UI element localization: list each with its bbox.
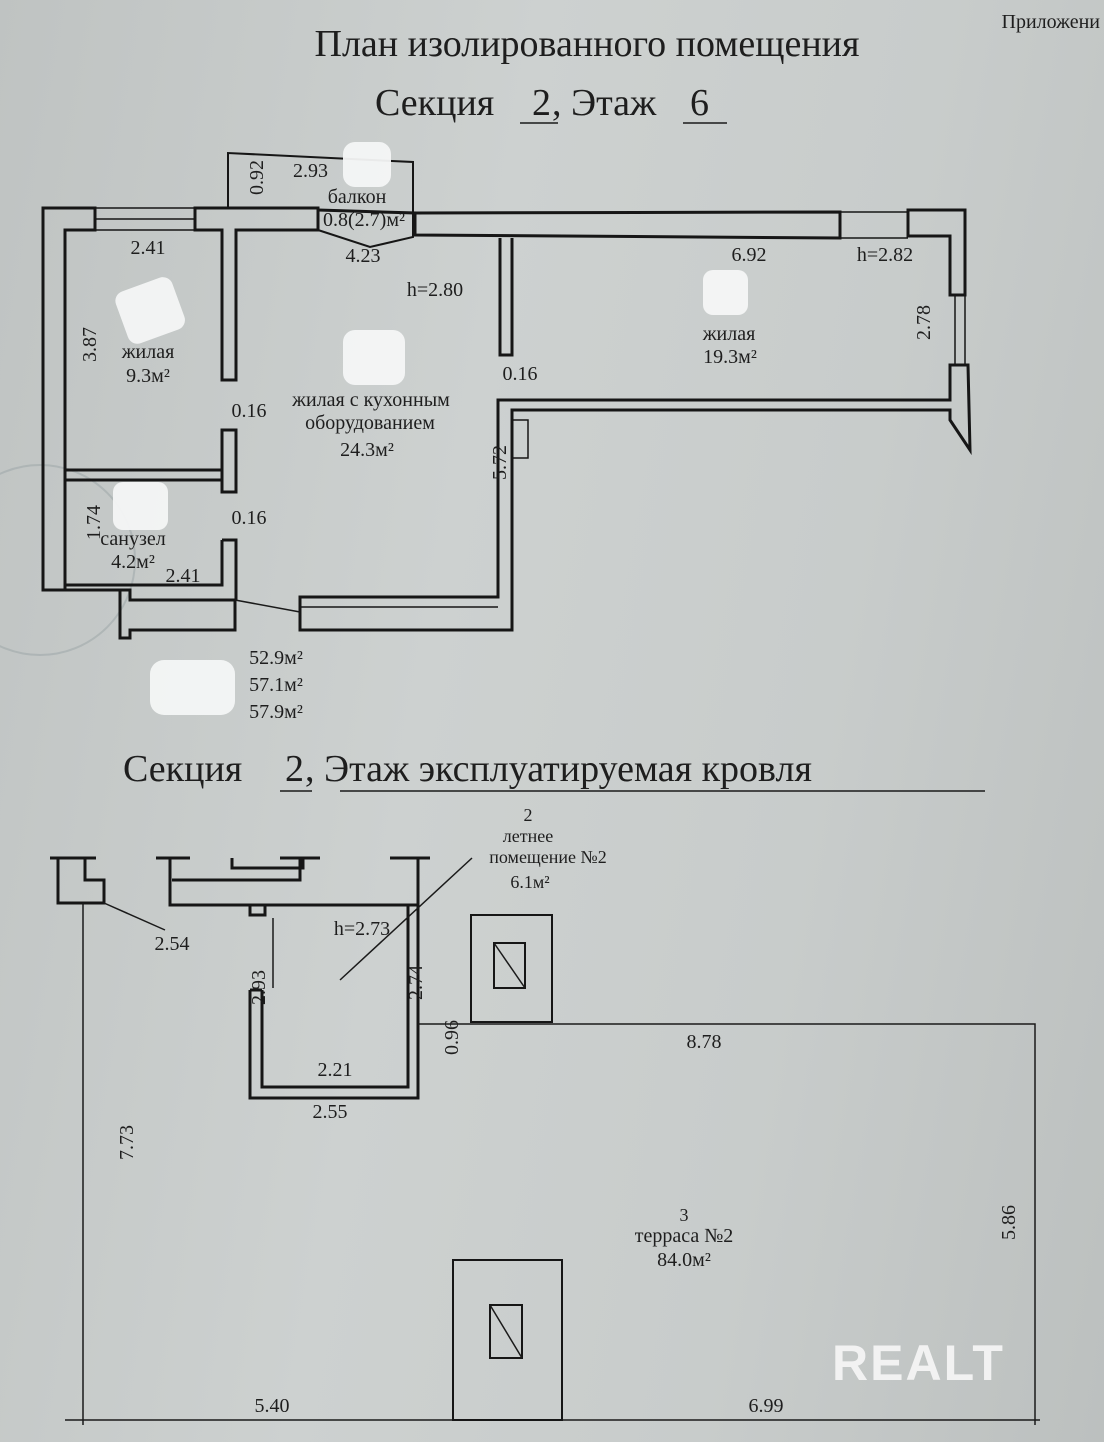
roof-section-heading: Секция 2 , Этаж эксплуатируемая кровля (123, 748, 985, 792)
summer-room-dim: 2.21 (318, 1059, 353, 1081)
redaction-blots (113, 142, 748, 715)
summer-room-dim: 2.55 (313, 1101, 348, 1123)
terrace-label: терраса №2 (635, 1225, 734, 1247)
roof-vent-lower (452, 1259, 563, 1421)
balcony-label: балкон (328, 186, 387, 208)
svg-text:2: 2 (285, 748, 304, 790)
summer-room-area: 6.1м² (510, 872, 549, 892)
summer-room-label-line1: летнее (503, 826, 553, 846)
apartment-walls (41, 206, 972, 640)
svg-text:6: 6 (690, 82, 709, 124)
svg-text:2: 2 (532, 82, 551, 124)
balcony-width-dim: 2.93 (293, 160, 328, 182)
wall-thickness-dim: 0.16 (232, 400, 267, 422)
svg-text:, Этаж эксплуатируемая кровля: , Этаж эксплуатируемая кровля (305, 748, 812, 790)
bedroom-small-depth-dim: 3.87 (79, 327, 101, 362)
terrace-dim: 7.73 (116, 1125, 138, 1160)
bedroom-small-label: жилая (121, 341, 175, 363)
terrace-dim: 6.99 (749, 1395, 784, 1417)
summer-room-dim: 0.96 (441, 1020, 463, 1055)
summer-room-label-line2: помещение №2 (489, 847, 606, 867)
bedroom-large-label: жилая (702, 323, 756, 345)
appendix-label: Приложени (1002, 11, 1101, 33)
kitchen-label-line2: оборудованием (305, 412, 435, 434)
roof-vent-upper (470, 914, 553, 1023)
balcony-outline (227, 151, 414, 249)
section-floor-heading: Секция 2 , Этаж 6 (375, 82, 727, 124)
summer-room-height: h=2.73 (334, 918, 390, 940)
total-area-with-balcony: 57.9м² (249, 701, 303, 723)
balcony-depth-dim: 0.92 (246, 160, 268, 195)
terrace-number: 3 (680, 1205, 689, 1225)
kitchen-depth-dim: 5.72 (489, 445, 511, 480)
total-area-living: 52.9м² (249, 647, 303, 669)
balcony-wall-dim: 4.23 (346, 245, 381, 267)
wall-thickness-dim: 0.16 (503, 363, 538, 385)
balcony-area: 0.8(2.7)м² (323, 209, 405, 231)
bedroom-large-width-dim: 6.92 (732, 244, 767, 266)
wall-thickness-dim: 0.16 (232, 507, 267, 529)
summer-room-number: 2 (524, 805, 533, 825)
bedroom-large-depth-dim: 2.78 (913, 305, 935, 340)
bathroom-width-dim: 2.41 (166, 565, 201, 587)
terrace-area: 84.0м² (657, 1249, 711, 1271)
bedroom-large-area: 19.3м² (703, 346, 757, 368)
stamp-mark (0, 464, 136, 656)
ceiling-height: h=2.80 (407, 279, 463, 301)
bathroom-area: 4.2м² (111, 551, 155, 573)
bedroom-large-height: h=2.82 (857, 244, 913, 266)
bedroom-small-width-dim: 2.41 (131, 237, 166, 259)
terrace-dim: 5.40 (255, 1395, 290, 1417)
kitchen-label-line1: жилая с кухонным (291, 389, 450, 411)
bathroom-depth-dim: 1.74 (83, 505, 105, 540)
svg-text:, Этаж: , Этаж (552, 82, 657, 124)
svg-text:Секция: Секция (375, 82, 494, 124)
realt-watermark-logo: REALT (832, 1335, 1005, 1391)
bedroom-small-area: 9.3м² (126, 365, 170, 387)
bathroom-label: санузел (100, 528, 165, 550)
total-area-apartment: 57.1м² (249, 674, 303, 696)
terrace-dim: 5.86 (998, 1205, 1020, 1240)
svg-text:Секция: Секция (123, 748, 242, 790)
summer-room-dim: 2.93 (248, 970, 270, 1005)
terrace-dim: 8.78 (687, 1031, 722, 1053)
roof-dim: 2.54 (155, 933, 190, 955)
kitchen-area: 24.3м² (340, 439, 394, 461)
summer-room-dim: 2.74 (405, 965, 427, 1000)
page-title: План изолированного помещения (315, 23, 860, 65)
